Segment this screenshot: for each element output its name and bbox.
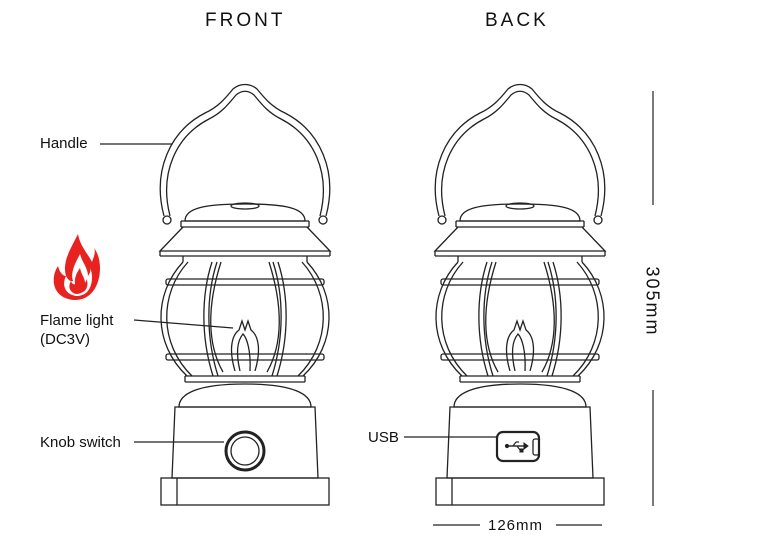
back-view-title: BACK	[485, 10, 549, 31]
width-dimension-label: 126mm	[488, 517, 544, 534]
flame-icon	[53, 234, 100, 300]
front-view-title: FRONT	[205, 10, 286, 31]
flame-light-leader-line	[133, 319, 234, 329]
bulb-flame-shape-back	[505, 318, 535, 372]
handle-label: Handle	[40, 135, 88, 152]
flame-light-label: Flame light	[40, 312, 114, 329]
knob-switch-label: Knob switch	[40, 434, 121, 451]
knob-switch-icon	[224, 430, 266, 472]
back-lantern	[434, 83, 606, 506]
usb-label: USB	[368, 429, 399, 446]
usb-port-icon	[495, 430, 541, 463]
front-lantern	[159, 83, 331, 506]
bulb-flame-shape	[230, 318, 260, 372]
flame-light-voltage-label: (DC3V)	[40, 331, 91, 348]
